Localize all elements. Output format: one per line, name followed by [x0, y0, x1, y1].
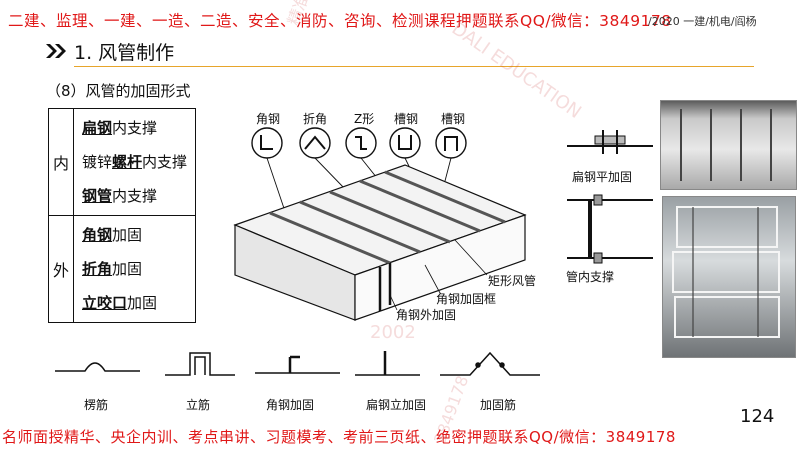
item-key: 扁钢	[82, 119, 113, 137]
page-title: 1. 风管制作	[74, 42, 175, 64]
category-outer: 外	[47, 215, 75, 323]
title-bar: 1. 风管制作	[46, 38, 756, 67]
inner-support-diagram	[567, 194, 653, 264]
item-fold-angle: 折角加固	[82, 252, 187, 286]
profile-label: 槽钢	[441, 112, 466, 126]
item-rest: 内支撑	[142, 153, 188, 171]
label-flat-bar: 扁钢平加固	[572, 170, 633, 184]
item-key: 角钢	[82, 226, 113, 244]
label-angle-outer: 角钢外加固	[396, 308, 457, 322]
sub-header: /2020 一建/机电/阎杨	[648, 15, 757, 28]
profile-label: Z形	[354, 112, 375, 126]
title-underline	[74, 66, 754, 67]
outer-items: 角钢加固 折角加固 立咬口加固	[73, 215, 197, 323]
reinforcement-table: 内 扁钢内支撑 镀锌螺杆内支撑 钢管内支撑 外 角钢加固 折角加固 立咬口加固	[47, 108, 197, 323]
label-bottom: 扁钢立加固	[366, 398, 427, 412]
label-bottom: 楞筋	[84, 398, 109, 412]
label-inner-support: 管内支撑	[566, 270, 615, 284]
item-rest: 加固	[127, 294, 158, 312]
inner-row: 内 扁钢内支撑 镀锌螺杆内支撑 钢管内支撑	[47, 108, 197, 216]
item-rest: 内支撑	[112, 119, 158, 137]
duct-diagram	[233, 127, 527, 321]
bottom-diagrams	[55, 351, 540, 376]
label-rect-duct: 矩形风管	[488, 274, 537, 288]
profile-label: 角钢	[256, 112, 281, 126]
item-key: 立咬口	[82, 294, 128, 312]
item-angle-steel: 角钢加固	[82, 218, 187, 252]
item-rest: 加固	[112, 226, 143, 244]
item-screw-rod: 镀锌螺杆内支撑	[82, 145, 187, 179]
label-bottom: 加固筋	[480, 398, 517, 412]
profile-label: 折角	[303, 112, 328, 126]
profile-label: 槽钢	[394, 112, 419, 126]
double-chevron-icon	[46, 44, 66, 58]
label-bottom: 立筋	[186, 398, 211, 412]
item-standing-seam: 立咬口加固	[82, 286, 187, 320]
bottom-banner: 名师面授精华、央企内训、考点串讲、习题模考、考前三页纸、绝密押题联系QQ/微信：…	[2, 428, 676, 446]
item-key: 钢管	[82, 187, 113, 205]
item-rest: 内支撑	[112, 187, 158, 205]
watermark: DALI EDUCATION	[447, 18, 585, 123]
watermark: 2002	[370, 322, 416, 343]
item-key: 折角	[82, 260, 113, 278]
outer-row: 外 角钢加固 折角加固 立咬口加固	[47, 215, 197, 323]
item-pre: 镀锌	[82, 153, 113, 171]
item-key: 螺杆	[112, 153, 143, 171]
section-heading: （8）风管的加固形式	[46, 82, 191, 100]
page-number: 124	[740, 406, 775, 427]
inner-items: 扁钢内支撑 镀锌螺杆内支撑 钢管内支撑	[73, 108, 197, 216]
label-angle-frame: 角钢加固框	[436, 292, 497, 306]
photo-duct-stack	[662, 196, 796, 358]
photo-duct-interior	[660, 100, 797, 190]
category-inner: 内	[47, 108, 75, 216]
top-banner: 二建、监理、一建、一造、二造、安全、消防、咨询、检测课程押题联系QQ/微信：38…	[8, 12, 672, 30]
item-steel-pipe: 钢管内支撑	[82, 179, 187, 213]
item-flat-bar: 扁钢内支撑	[82, 111, 187, 145]
label-bottom: 角钢加固	[266, 398, 315, 412]
item-rest: 加固	[112, 260, 143, 278]
flat-bar-diagram	[567, 130, 653, 154]
